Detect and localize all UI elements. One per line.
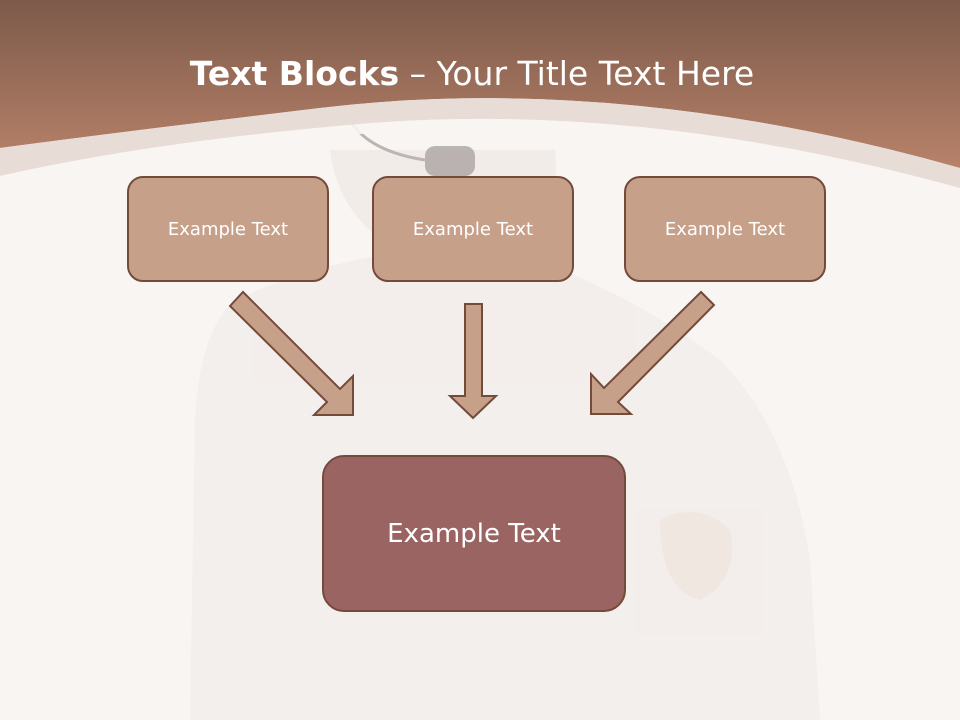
arrow-center-down [447,303,499,420]
text-box-1: Example Text [127,176,329,282]
arrow-left-diagonal [228,290,354,416]
center-text-box-label: Example Text [387,518,561,549]
text-box-1-label: Example Text [167,218,289,240]
text-box-3: Example Text [624,176,826,282]
title-dash: – [399,54,437,93]
header-swoosh [0,98,960,188]
title-bold: Text Blocks [189,54,400,93]
slide-title: Text Blocks – Your Title Text Here [0,54,944,93]
text-box-2-label: Example Text [412,218,534,240]
title-rest: Your Title Text Here [436,54,755,93]
text-box-2: Example Text [372,176,574,282]
arrow-right-diagonal [590,290,716,415]
header-band [0,0,960,168]
center-text-box: Example Text [322,455,626,612]
text-box-3-label: Example Text [664,218,786,240]
